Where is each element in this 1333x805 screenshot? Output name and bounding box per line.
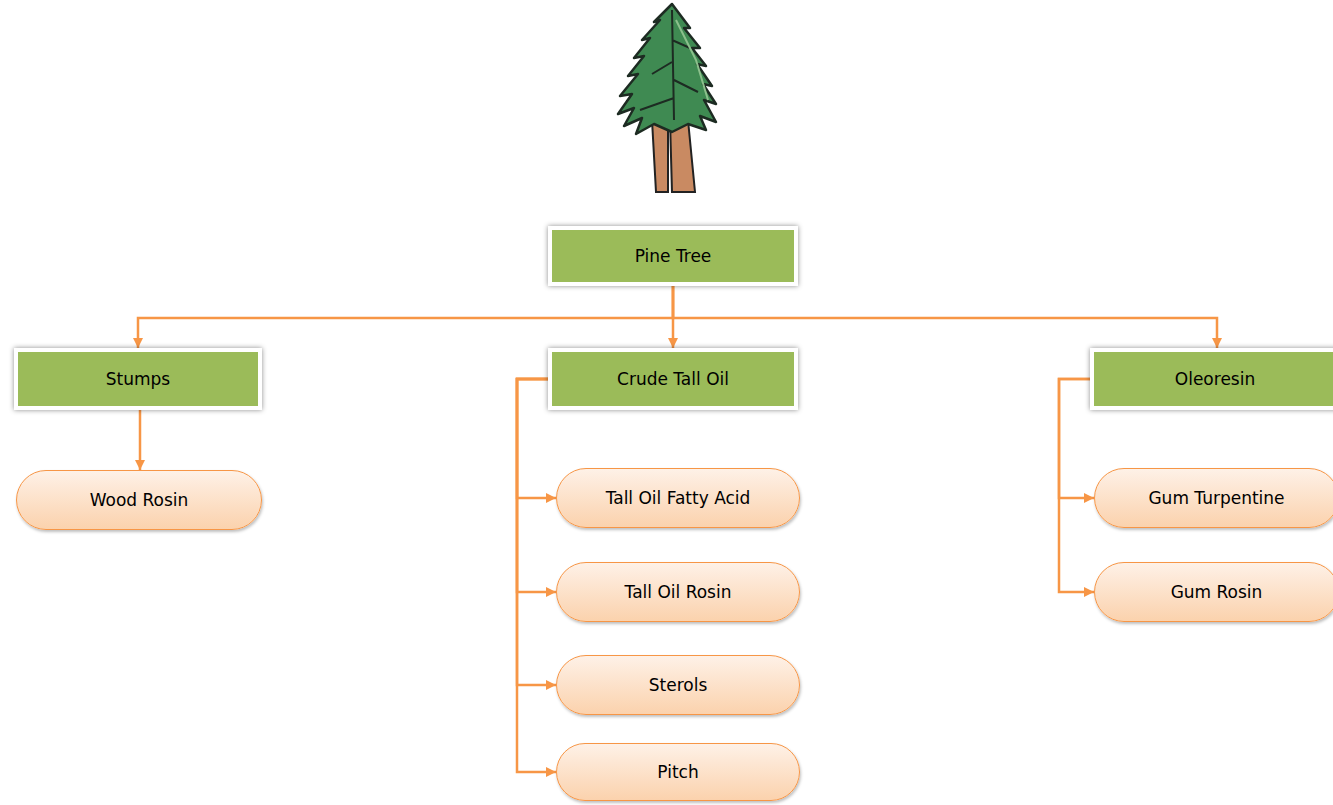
- node-label: Pine Tree: [635, 246, 712, 266]
- node-label: Tall Oil Rosin: [625, 582, 732, 602]
- flow-connector: [1059, 379, 1094, 592]
- node-label: Gum Rosin: [1171, 582, 1263, 602]
- product-pill: Pitch: [556, 743, 800, 801]
- product-pill: Tall Oil Fatty Acid: [556, 468, 800, 528]
- flow-connector: [517, 379, 556, 772]
- node-label: Crude Tall Oil: [617, 369, 729, 389]
- node-label: Gum Turpentine: [1148, 488, 1284, 508]
- category-box: Oleoresin: [1090, 348, 1333, 410]
- node-label: Pitch: [657, 762, 698, 782]
- flow-connector: [517, 379, 556, 685]
- product-pill: Tall Oil Rosin: [556, 562, 800, 622]
- flow-connector: [1059, 379, 1094, 498]
- node-label: Tall Oil Fatty Acid: [606, 488, 751, 508]
- flow-connector: [673, 286, 1217, 348]
- node-label: Stumps: [106, 369, 170, 389]
- product-pill: Wood Rosin: [16, 470, 262, 530]
- flow-connector: [138, 286, 673, 348]
- flow-connector: [517, 379, 556, 592]
- node-label: Wood Rosin: [90, 490, 189, 510]
- flow-connector: [139, 410, 142, 470]
- category-box: Stumps: [14, 348, 262, 410]
- category-box: Pine Tree: [548, 226, 798, 286]
- node-label: Oleoresin: [1175, 369, 1255, 389]
- node-label: Sterols: [649, 675, 708, 695]
- category-box: Crude Tall Oil: [548, 348, 798, 410]
- product-pill: Sterols: [556, 655, 800, 715]
- product-pill: Gum Rosin: [1094, 562, 1333, 622]
- product-pill: Gum Turpentine: [1094, 468, 1333, 528]
- pine-tree-illustration: [0, 0, 1333, 200]
